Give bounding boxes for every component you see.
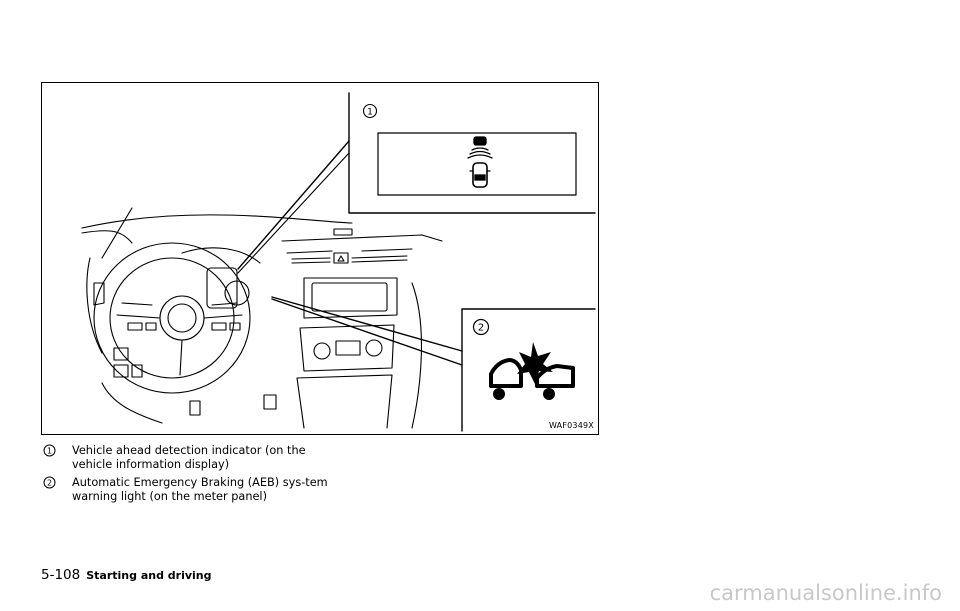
callout-circle-icon: 1 [43, 444, 56, 457]
dashboard-illustration: 1 2 WAF0349X [41, 82, 599, 435]
caption-item: 1 Vehicle ahead detection indicator (on … [41, 444, 341, 471]
watermark: carmanualsonline.info [709, 581, 942, 605]
page-number: 5-108 [41, 567, 81, 583]
vehicle-ahead-indicator-icon [467, 136, 493, 188]
page-footer: 5-108 Starting and driving [41, 567, 212, 583]
callout-circle-icon: 2 [43, 476, 56, 489]
caption-text: Vehicle ahead detection indicator (on th… [72, 444, 306, 471]
dashboard-drawing [81, 92, 596, 432]
section-title: Starting and driving [86, 569, 212, 582]
caption-item: 2 Automatic Emergency Braking (AEB) sys-… [41, 476, 341, 503]
callout-circle-icon: 2 [472, 318, 490, 336]
caption-text: Automatic Emergency Braking (AEB) sys-te… [72, 476, 328, 503]
figure-code: WAF0349X [549, 421, 594, 430]
callout-circle-icon: 1 [362, 103, 378, 119]
svg-text:1: 1 [367, 108, 373, 118]
svg-text:2: 2 [478, 323, 484, 334]
aeb-warning-light-icon [489, 342, 575, 400]
svg-text:2: 2 [47, 479, 52, 488]
svg-text:1: 1 [47, 447, 52, 456]
figure-captions: 1 Vehicle ahead detection indicator (on … [41, 444, 341, 508]
